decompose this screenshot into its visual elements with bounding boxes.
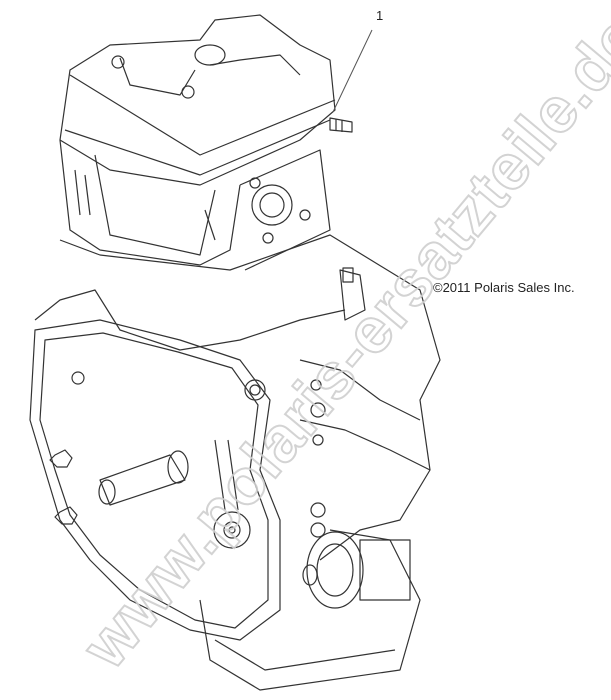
side-cover xyxy=(29,319,281,641)
valve-cover xyxy=(59,14,353,186)
lower-case xyxy=(199,502,421,691)
callout-number-1: 1 xyxy=(376,8,384,23)
callout-leader-line xyxy=(332,29,373,113)
crankcase xyxy=(34,234,441,561)
copyright-text: ©2011 Polaris Sales Inc. xyxy=(433,280,575,295)
